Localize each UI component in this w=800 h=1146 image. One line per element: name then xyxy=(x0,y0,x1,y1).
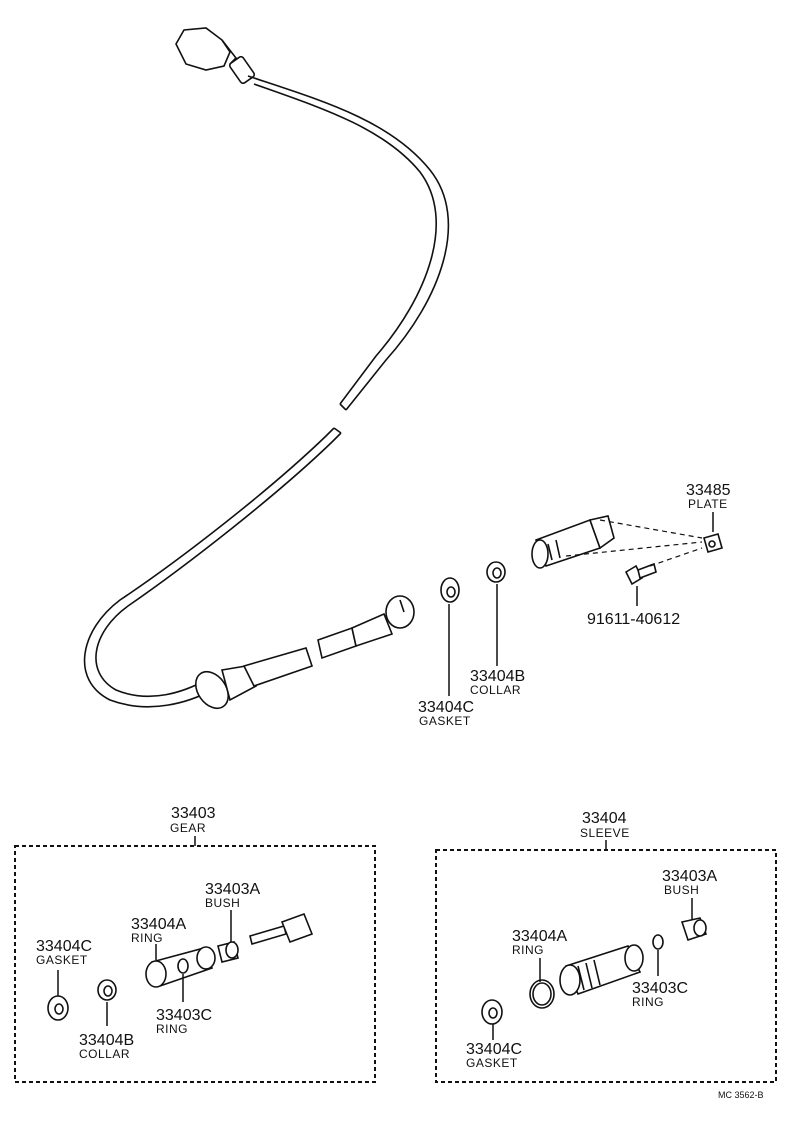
gear-ring-a-label: RING xyxy=(131,931,163,945)
collar-top-number: 33404B xyxy=(470,668,525,685)
sleeve-gasket-label: GASKET xyxy=(466,1056,518,1070)
gear-collar-part xyxy=(97,979,117,1001)
gear-ring-c-number: 33403C xyxy=(156,1007,212,1024)
plate-number: 33485 xyxy=(686,482,731,499)
sleeve-gasket-part xyxy=(481,999,503,1025)
bolt-part xyxy=(624,562,657,586)
sleeve-number: 33404 xyxy=(582,810,627,827)
gear-label: GEAR xyxy=(170,821,206,835)
gear-bush-label: BUSH xyxy=(205,896,240,910)
sleeve-ring-c-label: RING xyxy=(632,995,664,1009)
gear-bush-number: 33403A xyxy=(205,881,260,898)
gear-shaft-part xyxy=(249,912,314,946)
sleeve-ring-a-number: 33404A xyxy=(512,928,567,945)
gear-ring-c-label: RING xyxy=(156,1022,188,1036)
gasket-top-part xyxy=(440,577,460,603)
transmission-end xyxy=(194,595,415,710)
gear-ring-a-number: 33404A xyxy=(131,916,186,933)
sleeve-bush-number: 33403A xyxy=(662,868,717,885)
sleeve-bush-part xyxy=(680,917,708,942)
meter-end-connector xyxy=(175,27,256,85)
gear-box: 33403 GEAR xyxy=(14,805,376,1083)
gear-ring-c-part xyxy=(177,958,189,974)
gear-gasket-number: 33404C xyxy=(36,938,92,955)
speedometer-cable xyxy=(83,27,450,710)
plate-label: PLATE xyxy=(688,497,728,511)
collar-top-part xyxy=(486,561,506,583)
gasket-top-number: 33404C xyxy=(418,699,474,716)
sleeve-box: 33404 SLEEVE xyxy=(435,810,777,1083)
sleeve-bush-label: BUSH xyxy=(664,883,699,897)
sleeve-ring-a-part xyxy=(529,979,555,1009)
sleeve-label: SLEEVE xyxy=(580,826,630,840)
gasket-top-label: GASKET xyxy=(419,714,471,728)
sleeve-gasket-number: 33404C xyxy=(466,1041,522,1058)
gear-collar-label: COLLAR xyxy=(79,1047,130,1061)
gear-gasket-part xyxy=(47,995,69,1021)
sleeve-body-part xyxy=(559,944,644,996)
sleeve-ring-c-number: 33403C xyxy=(632,980,688,997)
bolt-number: 91611-40612 xyxy=(587,611,680,628)
sleeve-ring-a-label: RING xyxy=(512,943,544,957)
plate-part xyxy=(703,533,723,553)
figure-code: MC 3562-B xyxy=(718,1090,764,1100)
gear-gasket-label: GASKET xyxy=(36,953,88,967)
sleeve-assembly-top xyxy=(531,515,615,569)
gear-collar-number: 33404B xyxy=(79,1032,134,1049)
gear-number: 33403 xyxy=(171,805,216,822)
sleeve-ring-c-part xyxy=(652,934,664,950)
collar-top-label: COLLAR xyxy=(470,683,521,697)
gear-bush-part xyxy=(217,941,239,963)
